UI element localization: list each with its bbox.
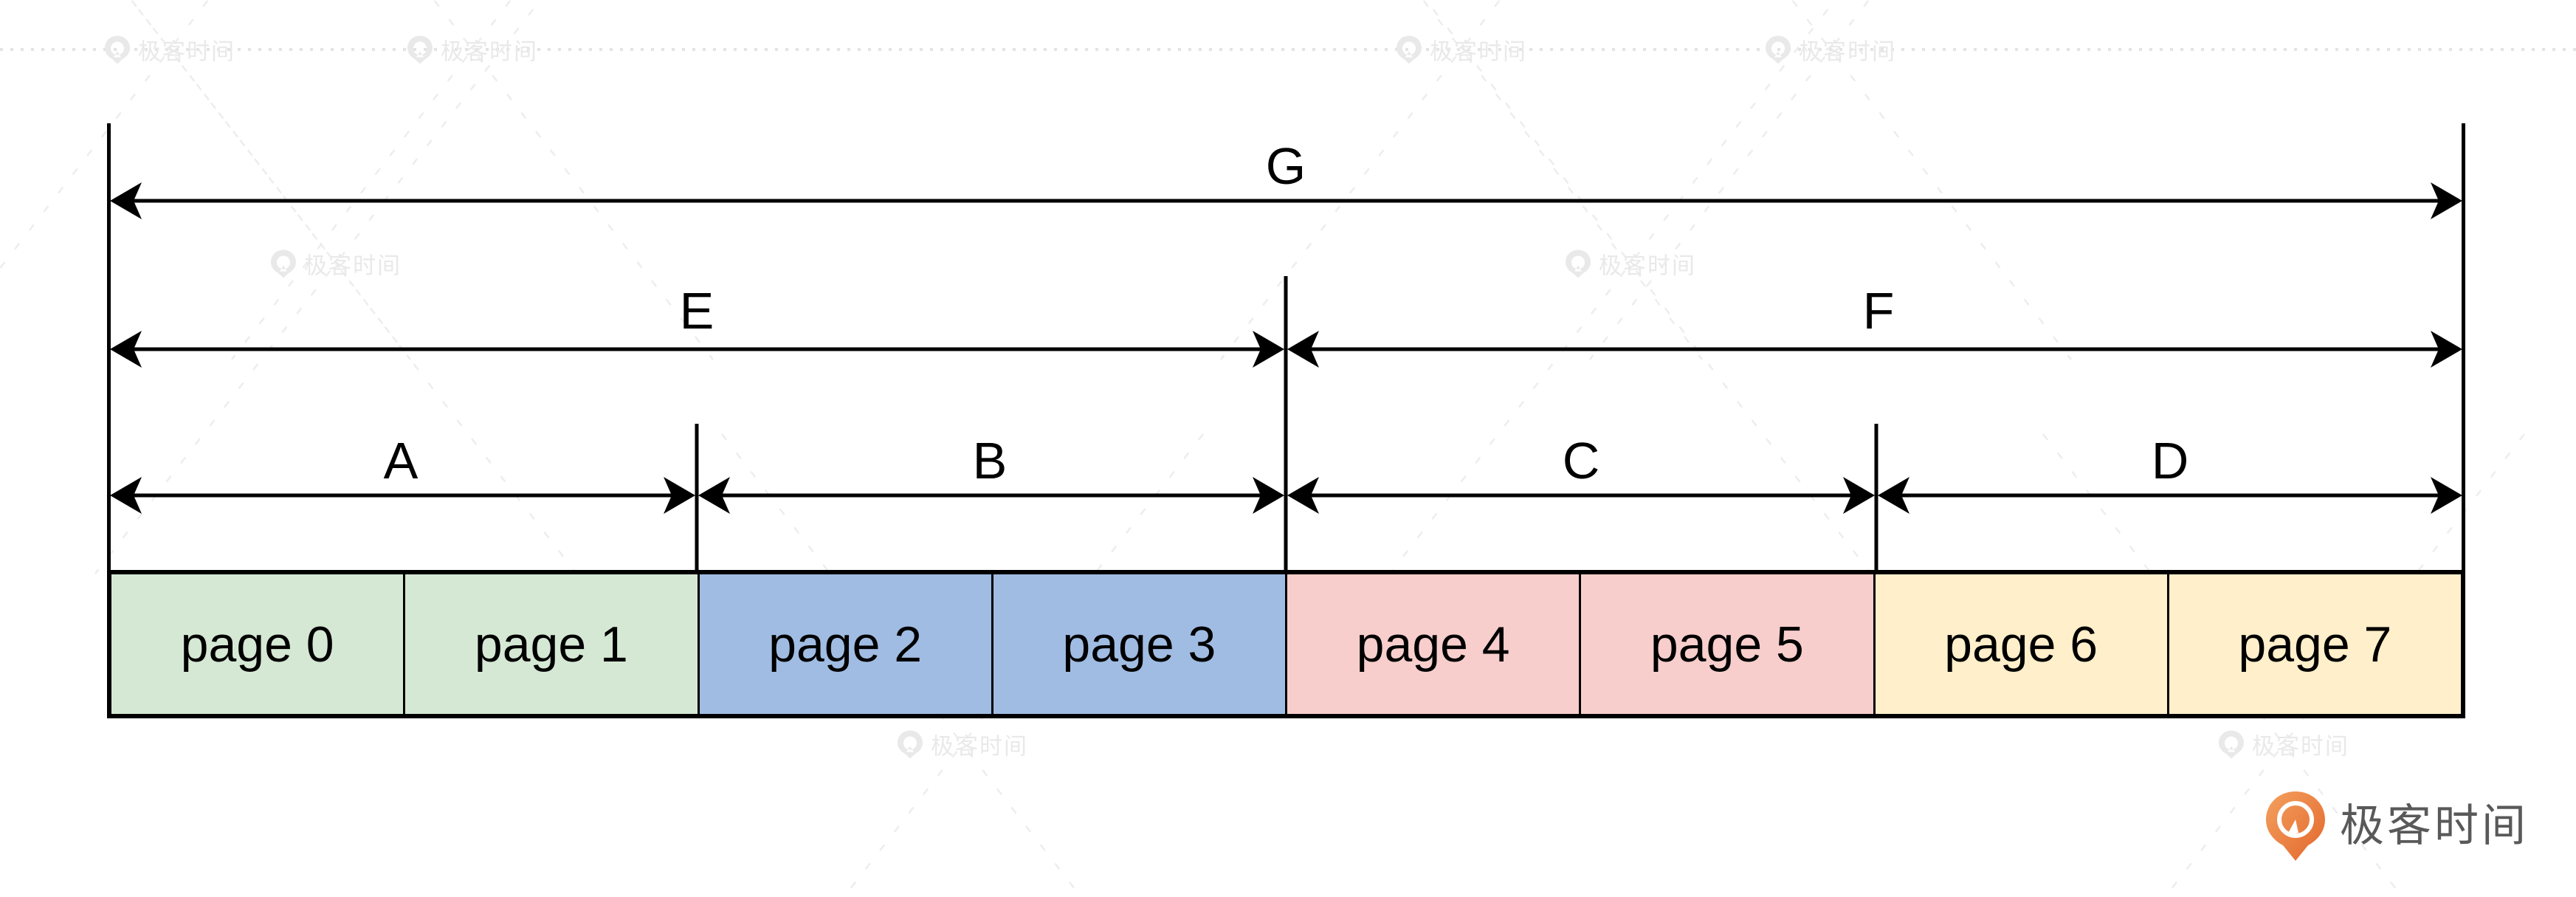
page-label: page 1: [474, 616, 628, 673]
watermark-logo-icon: [1397, 35, 1422, 63]
watermark-text: 极客时间: [931, 733, 1028, 760]
watermark-logo-icon: [2219, 730, 2244, 758]
watermark-item: 极客时间: [1565, 247, 1696, 281]
page-label: page 4: [1356, 616, 1510, 673]
page-label: page 5: [1650, 616, 1804, 673]
watermark-text: 极客时间: [441, 38, 538, 65]
page-row: page 0 page 1 page 2 page 3 page 4 page …: [107, 570, 2465, 718]
page-cell-1: page 1: [403, 574, 698, 714]
dimension-label-c: C: [1562, 432, 1600, 489]
watermark-item: 极客时间: [270, 247, 402, 281]
watermark-text: 极客时间: [304, 252, 402, 279]
arrow-d: [1878, 477, 2462, 514]
page-label: page 6: [1944, 616, 2098, 673]
watermark-item: 极客时间: [407, 33, 538, 66]
dimension-label-a: A: [383, 432, 419, 489]
page-cell-5: page 5: [1579, 574, 1873, 714]
watermark-text: 极客时间: [138, 38, 235, 65]
arrow-a: [110, 477, 695, 514]
watermark-text: 极客时间: [2252, 733, 2349, 760]
page-label: page 7: [2238, 616, 2392, 673]
dimension-label-d: D: [2151, 432, 2189, 489]
watermark-text: 极客时间: [1599, 252, 1696, 279]
watermark-logo-icon: [898, 730, 923, 758]
watermark-text: 极客时间: [1430, 38, 1527, 65]
page-cell-3: page 3: [991, 574, 1285, 714]
watermark-item: 极客时间: [897, 728, 1028, 761]
watermark-logo-icon: [1566, 250, 1591, 278]
watermark-item: 极客时间: [104, 33, 235, 66]
dimension-label-e: E: [679, 282, 714, 340]
page-cell-7: page 7: [2166, 574, 2461, 714]
arrow-f: [1287, 331, 2462, 368]
page-cell-2: page 2: [697, 574, 991, 714]
geektime-brand-text: 极客时间: [2340, 801, 2529, 850]
watermark-logo-icon: [105, 35, 130, 63]
dimension-label-b: B: [972, 432, 1008, 489]
dimension-label-f: F: [1862, 282, 1895, 340]
watermark-logo-icon: [1766, 35, 1791, 63]
arrow-e: [110, 331, 1284, 368]
watermark-item: 极客时间: [2218, 728, 2349, 761]
page-label: page 2: [768, 616, 923, 673]
page-cell-0: page 0: [111, 574, 404, 714]
arrow-b: [698, 477, 1284, 514]
geektime-logo-icon: [2266, 791, 2325, 861]
geektime-logo: 极客时间: [2265, 790, 2529, 862]
page-cell-4: page 4: [1285, 574, 1580, 714]
watermark-text: 极客时间: [1799, 38, 1896, 65]
watermark-item: 极客时间: [1765, 33, 1896, 66]
watermark-logo-icon: [407, 35, 433, 63]
watermark-logo-icon: [271, 250, 296, 278]
page-cell-6: page 6: [1873, 574, 2167, 714]
page-label: page 0: [180, 616, 334, 673]
page-label: page 3: [1062, 616, 1216, 673]
dimension-label-g: G: [1265, 137, 1306, 195]
arrow-g: [110, 182, 2462, 219]
watermark-item: 极客时间: [1396, 33, 1527, 66]
arrow-c: [1287, 477, 1875, 514]
